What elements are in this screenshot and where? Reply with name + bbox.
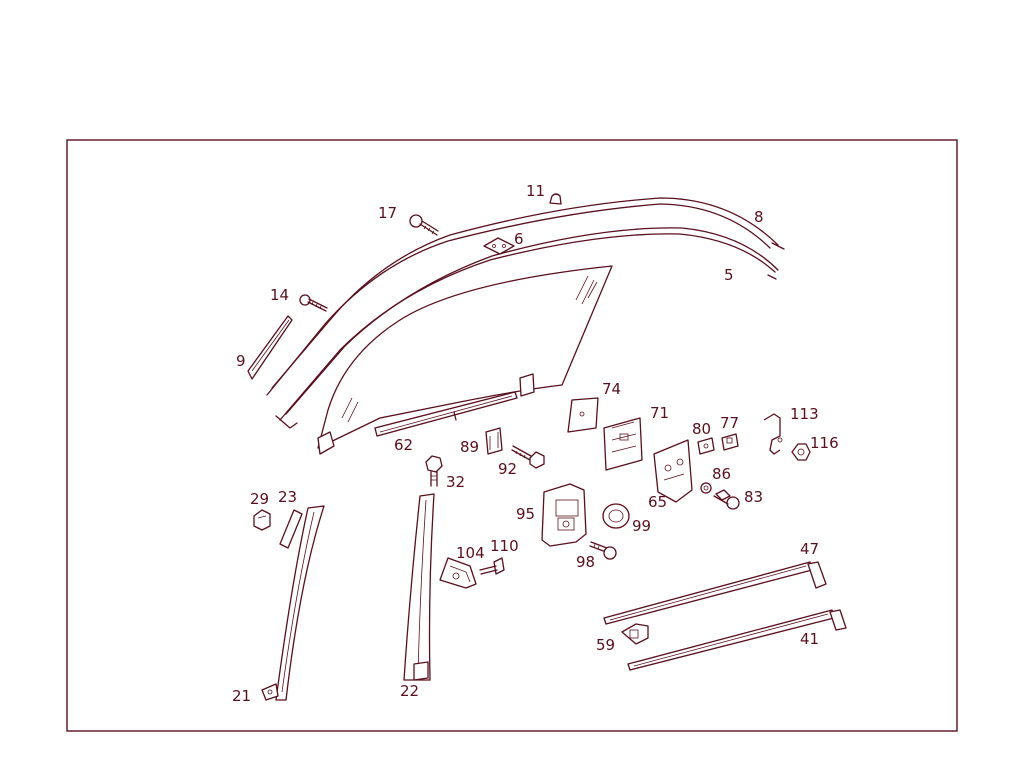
part-32-bolt <box>425 455 443 487</box>
label-5: 5 <box>724 266 734 284</box>
part-5-inner-molding <box>275 227 779 429</box>
part-104-bracket <box>439 557 477 589</box>
part-9-strip <box>247 315 293 380</box>
part-113-bracket <box>763 413 783 455</box>
label-62: 62 <box>394 436 413 454</box>
label-113: 113 <box>790 405 819 423</box>
part-11-clip <box>549 193 562 205</box>
part-41-rail <box>627 609 847 671</box>
part-83-bolt <box>713 489 740 510</box>
part-71-plate <box>603 417 643 471</box>
part-99-ring <box>602 503 630 529</box>
label-65: 65 <box>648 493 667 511</box>
part-86-washer <box>700 482 712 494</box>
label-95: 95 <box>516 505 535 523</box>
part-6-bracket <box>483 237 515 255</box>
label-14: 14 <box>270 286 289 304</box>
label-29: 29 <box>250 490 269 508</box>
part-89-clip <box>485 427 503 455</box>
label-92: 92 <box>498 460 517 478</box>
label-17: 17 <box>378 204 397 222</box>
part-65-regulator <box>653 439 693 503</box>
window-glass <box>317 265 613 455</box>
label-11: 11 <box>526 182 545 200</box>
part-110-screw <box>479 557 505 575</box>
part-21-channel <box>261 505 325 701</box>
label-41: 41 <box>800 630 819 648</box>
part-116-nut <box>791 443 811 461</box>
label-23: 23 <box>278 488 297 506</box>
part-62-rail <box>374 391 518 437</box>
label-9: 9 <box>236 352 246 370</box>
label-47: 47 <box>800 540 819 558</box>
label-86: 86 <box>712 465 731 483</box>
part-98-screw <box>589 541 617 560</box>
part-74-plate <box>567 397 599 433</box>
label-104: 104 <box>456 544 485 562</box>
label-22: 22 <box>400 682 419 700</box>
label-83: 83 <box>744 488 763 506</box>
part-22-channel <box>403 493 435 681</box>
diagram-frame <box>66 139 958 732</box>
part-59-clip <box>621 623 649 645</box>
part-92-bolt <box>511 445 545 469</box>
label-98: 98 <box>576 553 595 571</box>
part-23-seal <box>279 509 303 549</box>
part-80-clip <box>697 437 715 455</box>
label-6: 6 <box>514 230 524 248</box>
label-32: 32 <box>446 473 465 491</box>
label-80: 80 <box>692 420 711 438</box>
label-21: 21 <box>232 687 251 705</box>
label-99: 99 <box>632 517 651 535</box>
label-71: 71 <box>650 404 669 422</box>
label-89: 89 <box>460 438 479 456</box>
label-110: 110 <box>490 537 519 555</box>
label-74: 74 <box>602 380 621 398</box>
part-77-clip <box>721 433 739 451</box>
label-77: 77 <box>720 414 739 432</box>
label-8: 8 <box>754 208 764 226</box>
label-59: 59 <box>596 636 615 654</box>
label-116: 116 <box>810 434 839 452</box>
part-8-outer-molding <box>266 197 785 396</box>
part-29-clip <box>253 509 271 531</box>
part-14-screw <box>299 294 328 312</box>
part-47-rail <box>603 561 827 625</box>
part-17-screw <box>409 214 439 236</box>
part-95-housing <box>541 483 587 547</box>
